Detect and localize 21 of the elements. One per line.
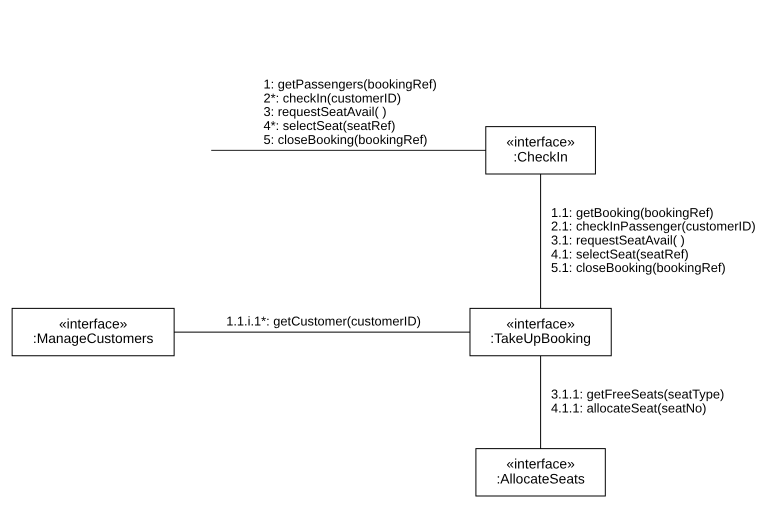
edge-label: 4.1: selectSeat(seatRef) bbox=[550, 246, 689, 262]
edge-label: 3: requestSeatAvail( ) bbox=[263, 104, 387, 120]
connector bbox=[174, 332, 470, 333]
edge-label: 5.1: closeBooking(bookingRef) bbox=[550, 260, 726, 276]
edge-label: 2*: checkIn(customerID) bbox=[263, 90, 402, 106]
edge-label: 4.1.1: allocateSeat(seatNo) bbox=[550, 400, 706, 416]
connector bbox=[540, 355, 542, 449]
edge-label: 3.1.1: getFreeSeats(seatType) bbox=[550, 386, 724, 402]
node-box: «interface» :ManageCustomers bbox=[12, 308, 175, 356]
node-box: «interface» :AllocateSeats bbox=[475, 448, 606, 497]
node-box: «interface» :TakeUpBooking bbox=[469, 308, 612, 356]
edge-label: 5: closeBooking(bookingRef) bbox=[263, 132, 428, 147]
connector bbox=[210, 150, 486, 151]
edge-label: 1: getPassengers(bookingRef) bbox=[263, 76, 437, 92]
edge-label: 2.1: checkInPassenger(customerID) bbox=[550, 218, 756, 234]
edge-label: 1.1: getBooking(bookingRef) bbox=[550, 204, 714, 220]
edge-label: 3.1: requestSeatAvail( ) bbox=[550, 232, 685, 248]
edge-label: 1.1.i.1*: getCustomer(customerID) bbox=[226, 314, 421, 329]
node-box: «interface» :CheckIn bbox=[485, 126, 596, 175]
edge-label: 4*: selectSeat(seatRef) bbox=[263, 118, 396, 133]
connector bbox=[540, 174, 542, 309]
